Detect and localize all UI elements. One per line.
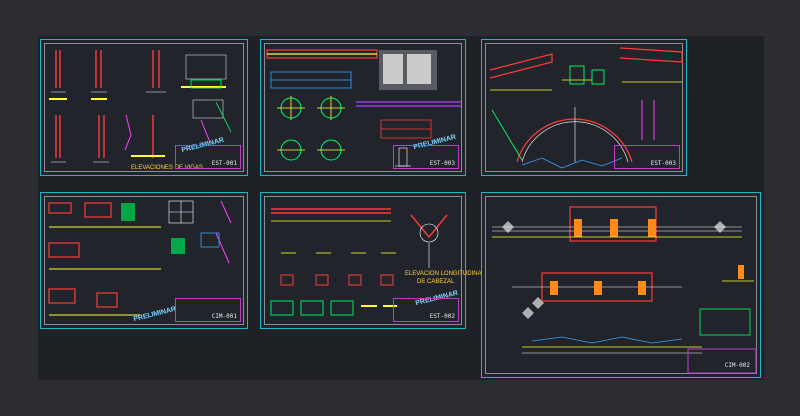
sheet-number: CIM-001 <box>211 313 237 320</box>
title-block[interactable] <box>614 145 680 169</box>
drawing-sheet-1[interactable]: ELEVACIONES DE VIGAS PRELIMINAR EST-001 <box>40 39 248 176</box>
drawing-sheet-4[interactable]: PRELIMINAR CIM-001 <box>40 192 248 329</box>
sheet-1-drawing <box>49 50 232 163</box>
sheet-number: EST-003 <box>429 160 455 167</box>
sheet-5-drawing <box>270 208 448 316</box>
sheet-frame <box>264 196 462 325</box>
drawing-sheet-5[interactable]: ELEVACION LONGITUDINAL DE CABEZAL PRELIM… <box>260 192 485 329</box>
sheet-frame <box>44 196 244 325</box>
sheet-number: EST-002 <box>429 313 455 320</box>
drawing-sheet-3[interactable]: EST-003 <box>481 39 687 176</box>
title-block[interactable] <box>393 145 459 169</box>
sheet-frame <box>485 43 683 172</box>
sheet-6-drawing <box>492 206 757 374</box>
title-block[interactable] <box>175 298 241 322</box>
sheet-number: EST-003 <box>650 160 676 167</box>
title-block[interactable] <box>175 145 241 169</box>
sheet-3-drawing <box>489 47 683 169</box>
sheet-number: CIM-002 <box>724 362 750 369</box>
sheet-frame <box>485 196 757 374</box>
drawing-sheet-6[interactable]: CIM-002 <box>481 192 761 378</box>
sheet-frame <box>44 43 244 172</box>
sheet-caption: ELEVACION LONGITUDINAL <box>405 271 485 277</box>
model-space-viewport[interactable]: ELEVACIONES DE VIGAS PRELIMINAR EST-001 <box>38 36 764 380</box>
title-block[interactable] <box>393 298 459 322</box>
sheet-2-drawing <box>266 49 461 167</box>
sheet-caption-line-2: DE CABEZAL <box>417 279 455 285</box>
sheet-caption: ELEVACIONES DE VIGAS <box>131 165 203 171</box>
drawing-sheet-2[interactable]: PRELIMINAR EST-003 <box>260 39 466 176</box>
sheet-4-drawing <box>48 200 232 316</box>
sheet-number: EST-001 <box>211 160 237 167</box>
sheet-frame <box>264 43 462 172</box>
